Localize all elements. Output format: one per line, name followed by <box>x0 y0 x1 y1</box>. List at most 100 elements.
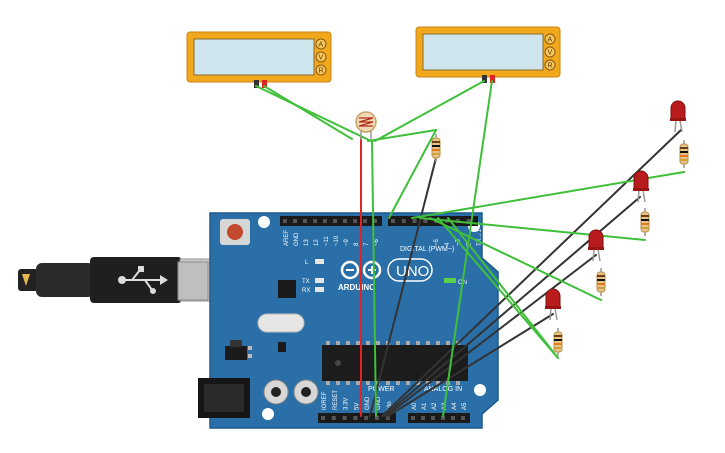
header-hole[interactable] <box>401 219 406 223</box>
wire-green <box>367 129 437 142</box>
header-hole[interactable] <box>441 416 445 420</box>
leds <box>545 100 686 321</box>
mode-button-a[interactable] <box>315 38 327 50</box>
probe-black <box>254 80 259 88</box>
header-hole[interactable] <box>321 416 325 420</box>
power-header[interactable] <box>318 413 396 423</box>
multimeter-display <box>422 33 544 71</box>
multimeter-2[interactable]: AVR <box>415 26 561 83</box>
resistor[interactable] <box>596 268 606 296</box>
led-rx-label: RX <box>302 288 310 294</box>
red-led[interactable] <box>588 229 604 262</box>
red-led[interactable] <box>545 288 561 321</box>
header-hole[interactable] <box>423 219 428 223</box>
header-hole[interactable] <box>373 219 377 223</box>
analog-header[interactable] <box>408 413 470 423</box>
mode-button-r[interactable] <box>544 59 556 71</box>
wire-green <box>255 85 372 142</box>
pin-label: ~5 <box>434 238 440 246</box>
pin-label: GND <box>376 396 382 410</box>
header-hole[interactable] <box>353 416 358 420</box>
red-led[interactable] <box>670 100 686 133</box>
usb-symbol-icon <box>118 266 168 294</box>
pin-label: A4 <box>452 402 458 410</box>
mode-button-a[interactable] <box>544 33 556 45</box>
red-led[interactable] <box>633 170 649 203</box>
header-hole[interactable] <box>342 416 347 420</box>
power-header-label: POWER <box>368 386 394 393</box>
resistor[interactable] <box>679 140 689 168</box>
header-hole[interactable] <box>313 219 317 223</box>
header-hole[interactable] <box>333 219 337 223</box>
multimeter-1[interactable]: AVR <box>186 31 332 88</box>
wire-green <box>447 217 559 359</box>
wire-green <box>437 217 559 359</box>
mode-button-v[interactable] <box>544 46 556 58</box>
mounting-hole <box>474 384 486 396</box>
wire-green <box>388 129 437 219</box>
probe-red <box>262 80 267 88</box>
header-hole[interactable] <box>364 416 369 420</box>
mode-button-label: A <box>548 37 553 44</box>
header-hole[interactable] <box>303 219 307 223</box>
atmega-chip <box>322 341 468 385</box>
pin-label: 8 <box>354 242 360 246</box>
mode-button-label: R <box>548 63 553 70</box>
mounting-hole <box>258 216 270 228</box>
header-hole[interactable] <box>421 416 425 420</box>
header-hole[interactable] <box>431 416 435 420</box>
pin-label: ~10 <box>334 235 340 246</box>
header-hole[interactable] <box>451 416 455 420</box>
lightning-icon <box>22 274 30 286</box>
resistor[interactable] <box>553 328 563 356</box>
resistor[interactable] <box>431 134 441 162</box>
digital-header[interactable] <box>280 216 478 226</box>
pin-label: 5V <box>354 403 360 410</box>
pin-label: RX←0 <box>488 228 494 246</box>
pin-label: ~11 <box>324 236 330 246</box>
led-tx-label: TX <box>302 279 310 285</box>
header-hole[interactable] <box>353 219 357 223</box>
pin-label: GND <box>365 396 371 410</box>
mode-button-v[interactable] <box>315 51 327 63</box>
header-hole[interactable] <box>363 219 367 223</box>
header-hole[interactable] <box>331 416 336 420</box>
probe-black <box>482 75 487 83</box>
pin-label: Vin <box>387 401 393 410</box>
mounting-hole <box>262 408 274 420</box>
header-hole[interactable] <box>323 219 327 223</box>
onboard-leds: L TX RX <box>302 259 324 294</box>
wire-green <box>371 140 377 417</box>
header-hole[interactable] <box>283 219 287 223</box>
mode-button-r[interactable] <box>315 64 327 76</box>
pin-label: 4 <box>445 242 451 246</box>
analog-header-label: ANALOG IN <box>424 386 462 393</box>
pin-label: A2 <box>432 402 438 410</box>
header-hole[interactable] <box>343 219 347 223</box>
mode-button-label: V <box>319 55 324 62</box>
header-hole[interactable] <box>391 219 395 223</box>
wire-green <box>442 80 493 417</box>
header-hole[interactable] <box>293 219 297 223</box>
resistor[interactable] <box>640 208 650 236</box>
header-hole[interactable] <box>375 416 379 420</box>
header-hole[interactable] <box>412 219 417 223</box>
photoresistor[interactable] <box>355 111 377 140</box>
pin-label: 12 <box>314 239 320 246</box>
mode-button-label: R <box>319 68 324 75</box>
pin-label: TX→1 <box>477 228 483 246</box>
mode-button-label: V <box>548 50 553 57</box>
dc-power-jack[interactable] <box>198 378 250 418</box>
wire-green <box>419 217 646 241</box>
header-hole[interactable] <box>385 416 390 420</box>
model-label: UNO <box>396 263 429 280</box>
pin-label: 7 <box>364 242 370 246</box>
wire-green <box>374 80 485 142</box>
multimeter-display <box>193 38 315 76</box>
header-hole[interactable] <box>411 416 415 420</box>
header-hole[interactable] <box>466 219 471 223</box>
header-hole[interactable] <box>461 416 465 420</box>
reset-button[interactable] <box>220 219 250 245</box>
